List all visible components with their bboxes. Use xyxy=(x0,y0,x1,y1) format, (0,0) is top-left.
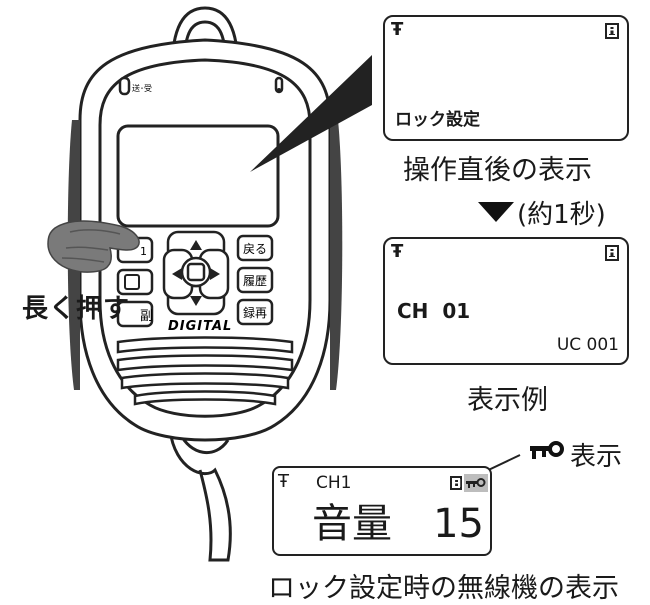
device-display xyxy=(116,124,280,228)
key-lock-icon-small xyxy=(464,474,488,492)
lock-setting-text: ロック設定 xyxy=(395,110,480,130)
key-recplay xyxy=(236,298,274,326)
channel-text: CH 01 xyxy=(397,299,471,323)
channel-text: CH1 xyxy=(316,473,352,493)
key-history xyxy=(236,266,274,294)
lcd-radio-lock: Ŧ CH1 H 音量 15 xyxy=(272,466,492,556)
lcd-display-example: Ŧ H CH 01 UC 001 xyxy=(383,237,629,365)
ptt-label: 送･受 xyxy=(132,83,152,93)
antenna-icon: Ŧ xyxy=(278,471,289,492)
key-sub xyxy=(116,300,154,328)
time-note: (約1秒) xyxy=(517,200,606,230)
svg-text:履歴: 履歴 xyxy=(243,274,267,288)
callout-pointer xyxy=(250,55,372,172)
long-press-label: 長く押す xyxy=(22,294,131,324)
h-badge-icon: H xyxy=(450,476,462,490)
down-arrow-icon xyxy=(478,202,514,222)
caption-display-example: 表示例 xyxy=(467,385,548,416)
volume-value: 15 xyxy=(433,501,484,547)
antenna-icon: Ŧ xyxy=(391,241,404,262)
ptt-indicator xyxy=(118,76,131,96)
brand-label: DIGITAL xyxy=(168,319,232,334)
cord xyxy=(168,429,232,562)
uc-code-text: UC 001 xyxy=(556,335,619,355)
key-indicator-label: 表示 xyxy=(570,442,623,472)
svg-text:戻る: 戻る xyxy=(243,242,267,256)
volume-label: 音量 xyxy=(312,501,392,547)
svg-text:1: 1 xyxy=(140,245,147,258)
h-badge-icon: H xyxy=(605,23,619,39)
hand-icon xyxy=(47,220,140,273)
key-back xyxy=(236,234,274,262)
antenna-icon: Ŧ xyxy=(391,19,404,40)
caption-radio-lock: ロック設定時の無線機の表示 xyxy=(268,573,619,604)
key-lock-icon xyxy=(530,441,564,459)
svg-text:副: 副 xyxy=(140,309,153,324)
lcd-after-operation: Ŧ H ロック設定 xyxy=(383,15,629,141)
caption-after-operation: 操作直後の表示 xyxy=(403,155,592,186)
svg-text:録再: 録再 xyxy=(243,305,267,320)
h-badge-icon: H xyxy=(605,245,619,261)
speaker-grille xyxy=(116,336,294,406)
dpad xyxy=(162,230,230,316)
